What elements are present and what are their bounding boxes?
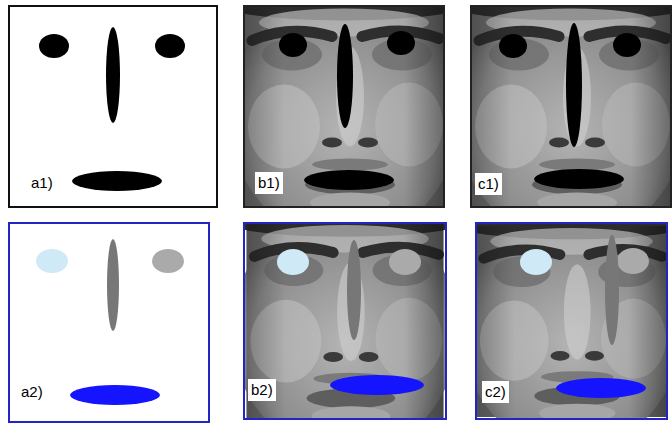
image-panel: a1) (8, 5, 218, 208)
panel-label: b1) (255, 172, 283, 194)
panel-label: b2) (248, 379, 276, 401)
panel-label: c2) (482, 381, 509, 403)
image-panel: b2) (243, 222, 447, 420)
panel-label: c1) (475, 173, 502, 195)
panel-ground (9, 223, 209, 422)
panel-label: a1) (28, 172, 56, 194)
face-photo (431, 0, 672, 242)
face-photo (207, 193, 483, 425)
panel-ground (9, 6, 217, 207)
image-panel: c2) (475, 222, 668, 420)
image-panel: c1) (470, 5, 672, 208)
face-photo (438, 197, 672, 425)
image-panel: a2) (8, 222, 210, 423)
image-panel: b1) (243, 5, 445, 208)
feature-template (36, 235, 649, 405)
panel-label: a2) (18, 381, 46, 403)
feature-template (39, 23, 641, 191)
face-photo (204, 0, 484, 242)
